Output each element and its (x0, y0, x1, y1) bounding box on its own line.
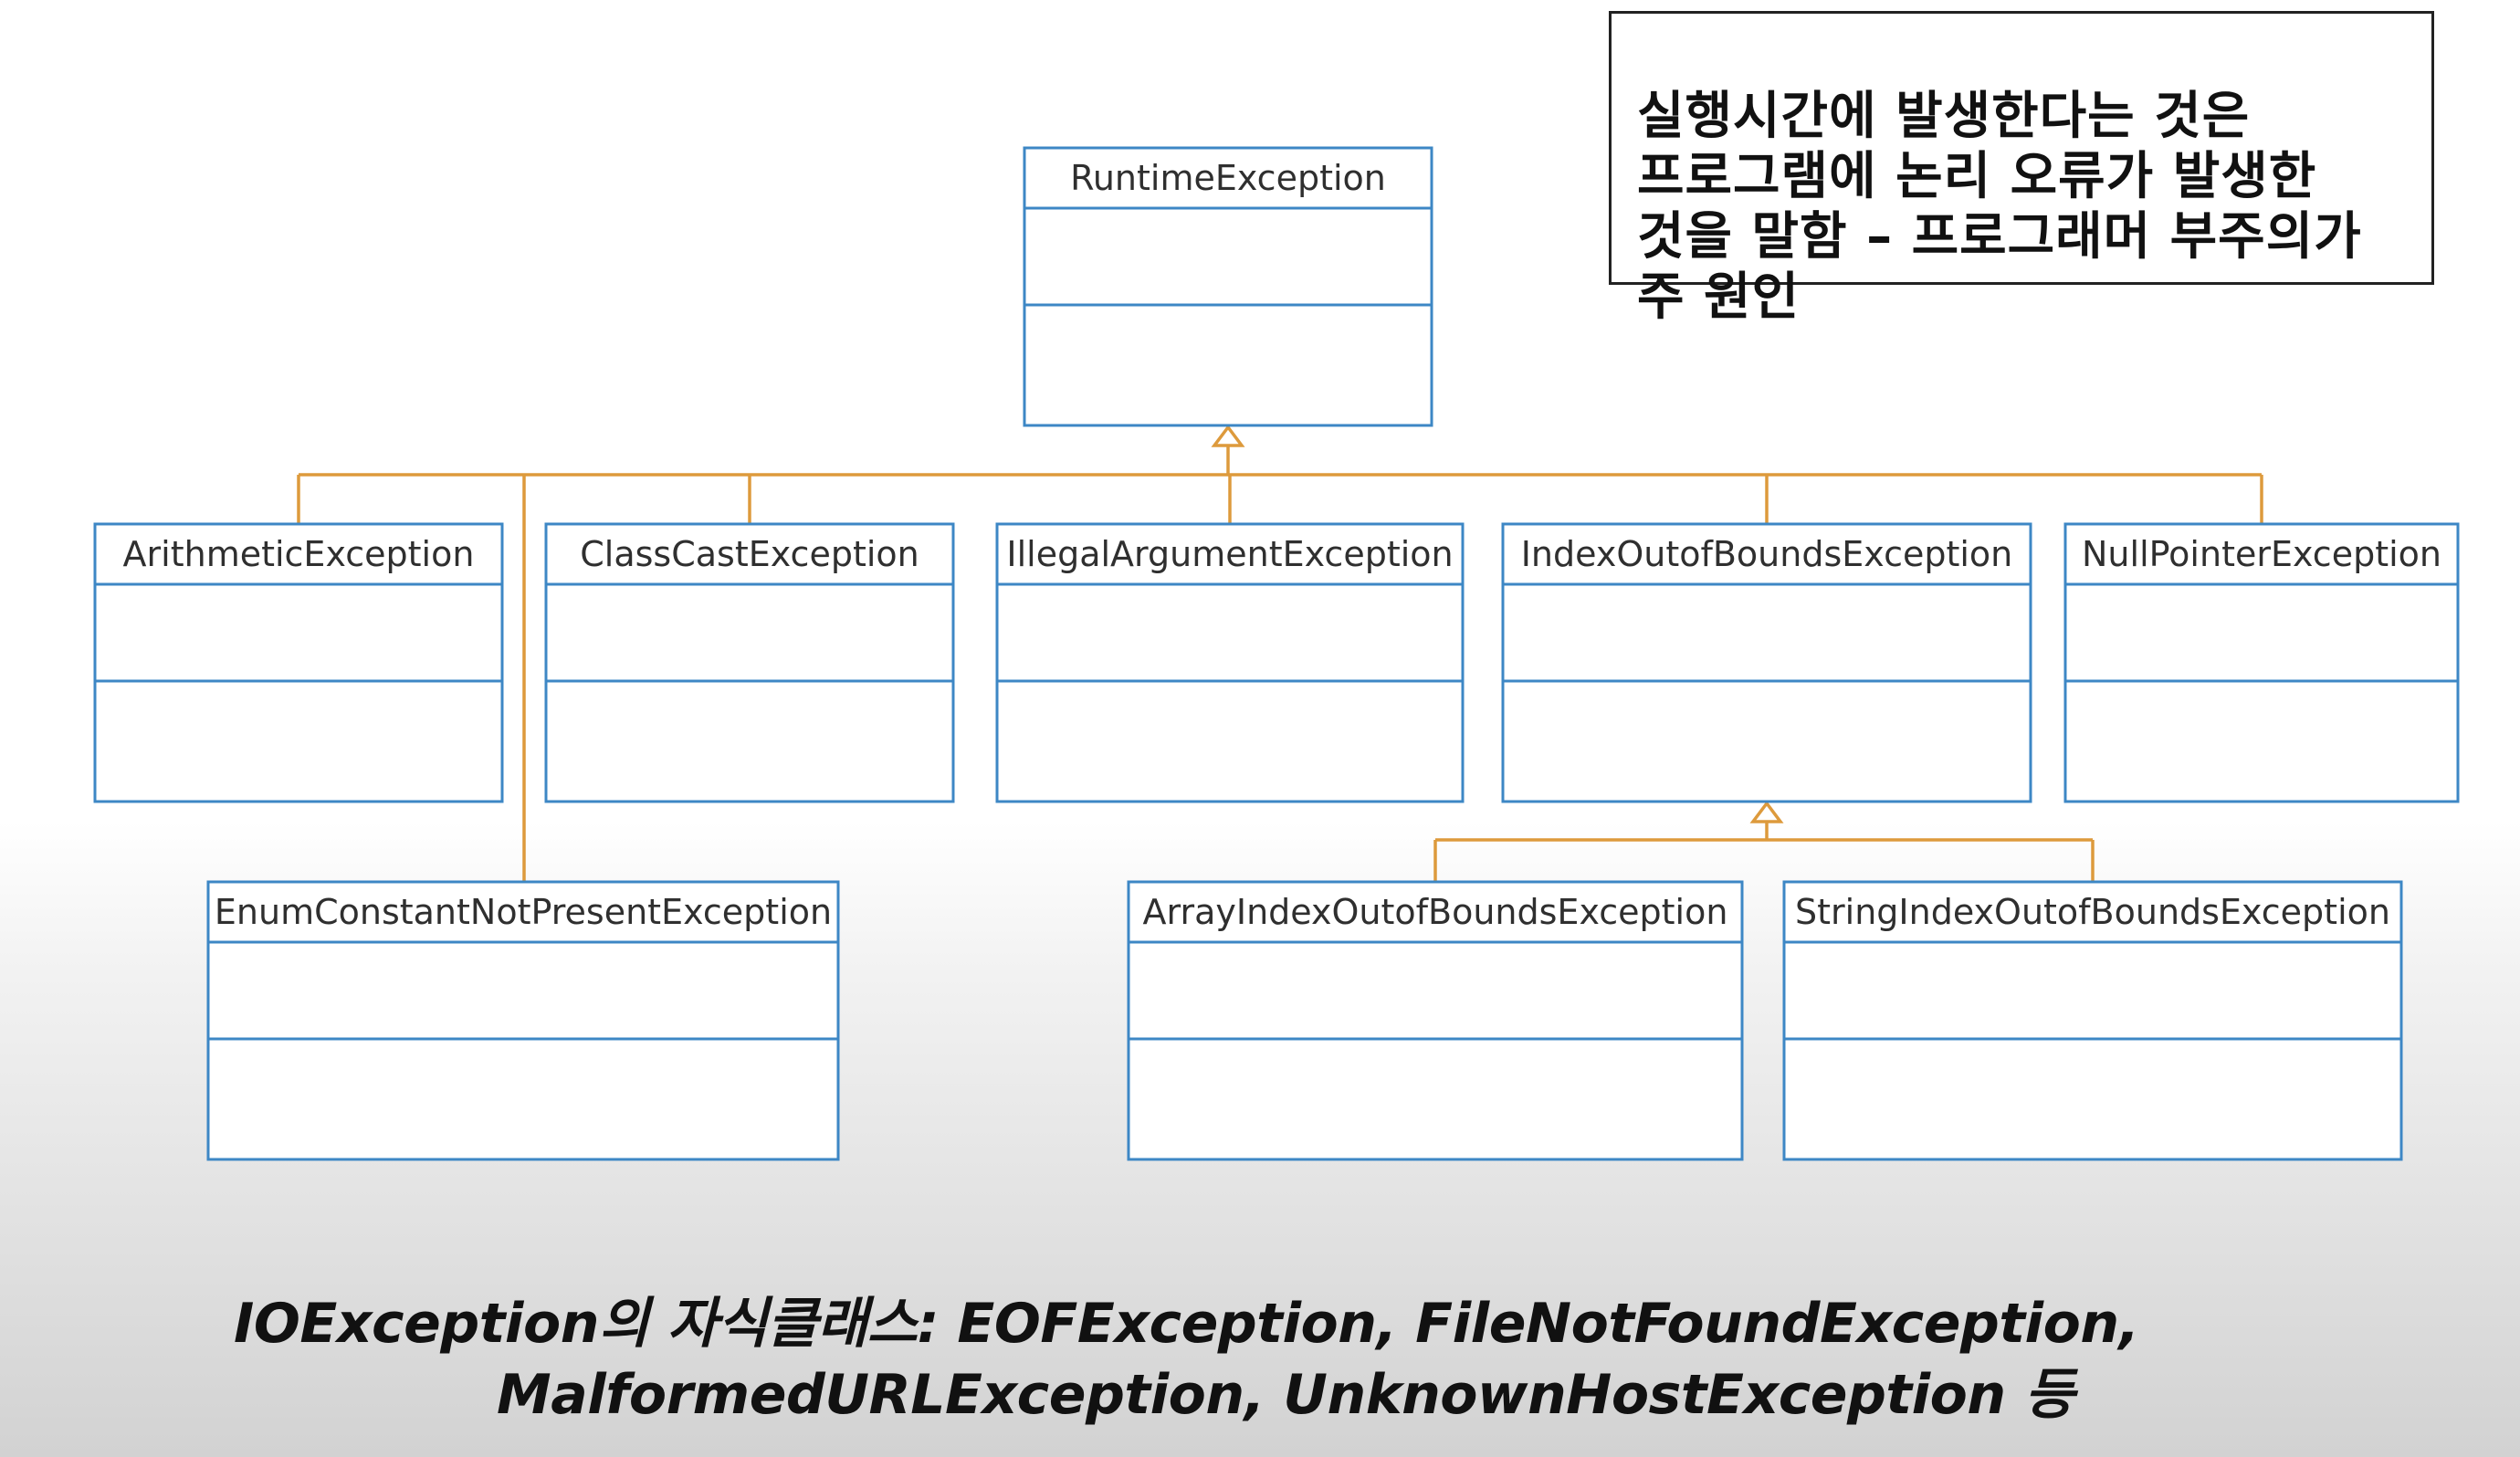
class-name: ArrayIndexOutofBoundsException (1143, 892, 1728, 932)
class-name: RuntimeException (1070, 158, 1386, 198)
inheritance-arrowhead (1211, 425, 1245, 447)
class-name: IllegalArgumentException (1006, 534, 1453, 574)
class-box-frame (1501, 522, 2032, 803)
class-name: EnumConstantNotPresentException (215, 892, 832, 932)
inheritance-runtime (297, 425, 2263, 882)
class-box-classcast: ClassCastException (544, 522, 955, 803)
class-box-illegal: IllegalArgumentException (995, 522, 1465, 803)
class-box-index: IndexOutofBoundsException (1501, 522, 2032, 803)
class-box-frame (1782, 880, 2403, 1161)
caption-line-1: IOException의 자식클래스: EOFException, FileNo… (234, 1292, 2139, 1356)
class-box-arith: ArithmeticException (93, 522, 504, 803)
class-box-frame (1023, 146, 1433, 427)
class-name: StringIndexOutofBoundsException (1795, 892, 2390, 932)
class-box-frame (206, 880, 840, 1161)
class-box-runtime: RuntimeException (1023, 146, 1433, 427)
class-box-enumconst: EnumConstantNotPresentException (206, 880, 840, 1161)
inheritance-index (1433, 801, 2095, 882)
note-box: 실행시간에 발생한다는 것은 프로그램에 논리 오류가 발생한 것을 말함 – … (1609, 11, 2434, 327)
class-box-frame (2063, 522, 2460, 803)
class-name: ArithmeticException (123, 534, 475, 574)
class-box-frame (1127, 880, 1744, 1161)
class-box-frame (544, 522, 955, 803)
class-name: NullPointerException (2082, 534, 2441, 574)
inheritance-arrowhead (1749, 801, 1784, 823)
class-box-arrayidx: ArrayIndexOutofBoundsException (1127, 880, 1744, 1161)
note-text: 실행시간에 발생한다는 것은 프로그램에 논리 오류가 발생한 것을 말함 – … (1637, 87, 2362, 327)
class-box-frame (995, 522, 1465, 803)
inheritance-edges (297, 425, 2263, 882)
class-box-stringidx: StringIndexOutofBoundsException (1782, 880, 2403, 1161)
class-box-nullptr: NullPointerException (2063, 522, 2460, 803)
class-name: ClassCastException (580, 534, 919, 574)
caption-line-2: MalformedURLException, UnknownHostExcept… (497, 1363, 2074, 1427)
class-box-frame (93, 522, 504, 803)
class-name: IndexOutofBoundsException (1521, 534, 2013, 574)
